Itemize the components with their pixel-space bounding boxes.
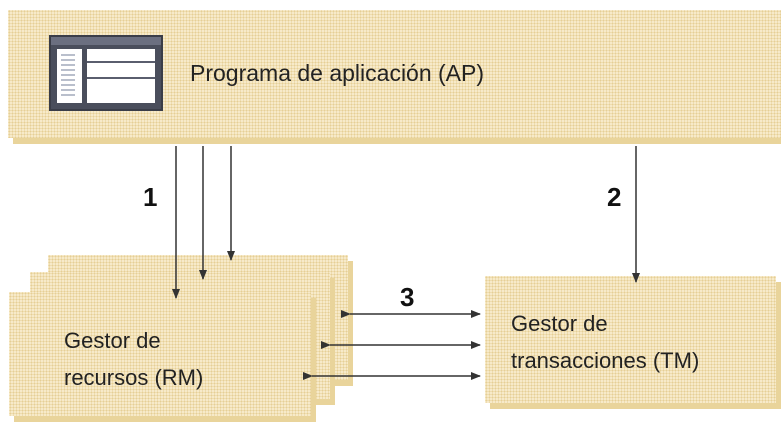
transaction-manager-label-line2: transacciones (TM) xyxy=(511,348,700,373)
application-program-label: Programa de aplicación (AP) xyxy=(190,60,485,86)
application-window-icon xyxy=(49,35,163,111)
resource-manager-box xyxy=(9,292,311,416)
transaction-manager-label-line1: Gestor de xyxy=(511,311,608,336)
transaction-manager-box xyxy=(485,276,776,403)
resource-manager-label-line1: Gestor de xyxy=(64,328,161,353)
step-2-label: 2 xyxy=(607,182,622,212)
step-3-label: 3 xyxy=(400,282,415,312)
resource-manager-label-line2: recursos (RM) xyxy=(64,365,204,390)
application-program-box xyxy=(8,10,781,138)
step-1-label: 1 xyxy=(143,182,158,212)
